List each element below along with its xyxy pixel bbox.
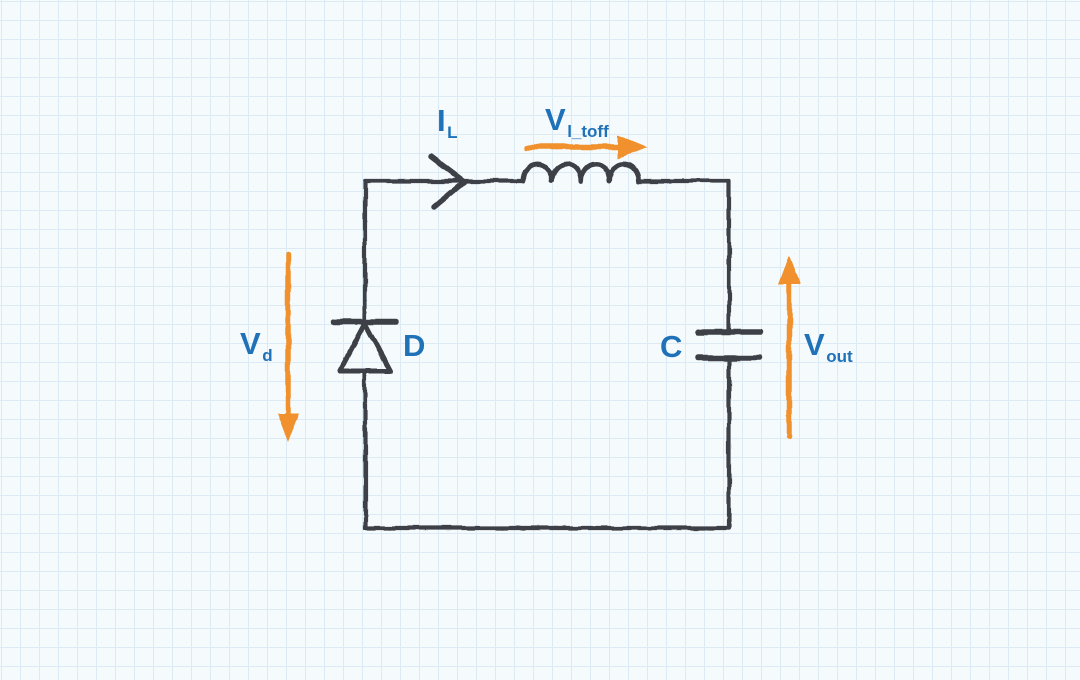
diode-label: D (403, 330, 426, 361)
diode-voltage-sub: d (262, 346, 273, 365)
capacitor-label: C (660, 331, 683, 362)
inductor-current-label: IL (437, 105, 458, 141)
inductor-voltage-sub: l_toff (567, 122, 609, 141)
diode-voltage-main: V (240, 326, 262, 361)
diode-symbol (337, 321, 393, 374)
inductor-current-sub: L (447, 123, 458, 142)
diode-voltage-label: Vd (240, 328, 273, 364)
diode-voltage-arrow-icon (277, 252, 299, 442)
output-voltage-label: Vout (804, 329, 853, 365)
diode-label-main: D (403, 328, 426, 363)
output-voltage-sub: out (826, 347, 853, 366)
inductor-voltage-label: Vl_toff (545, 104, 609, 140)
output-voltage-main: V (804, 327, 826, 362)
capacitor-label-main: C (660, 329, 683, 364)
inductor-symbol (520, 161, 641, 184)
inductor-voltage-arrow-icon (524, 135, 648, 159)
inductor-voltage-main: V (545, 102, 567, 137)
output-voltage-arrow-icon (778, 255, 800, 440)
current-direction-chevron-icon (428, 154, 467, 210)
inductor-current-main: I (437, 103, 447, 138)
